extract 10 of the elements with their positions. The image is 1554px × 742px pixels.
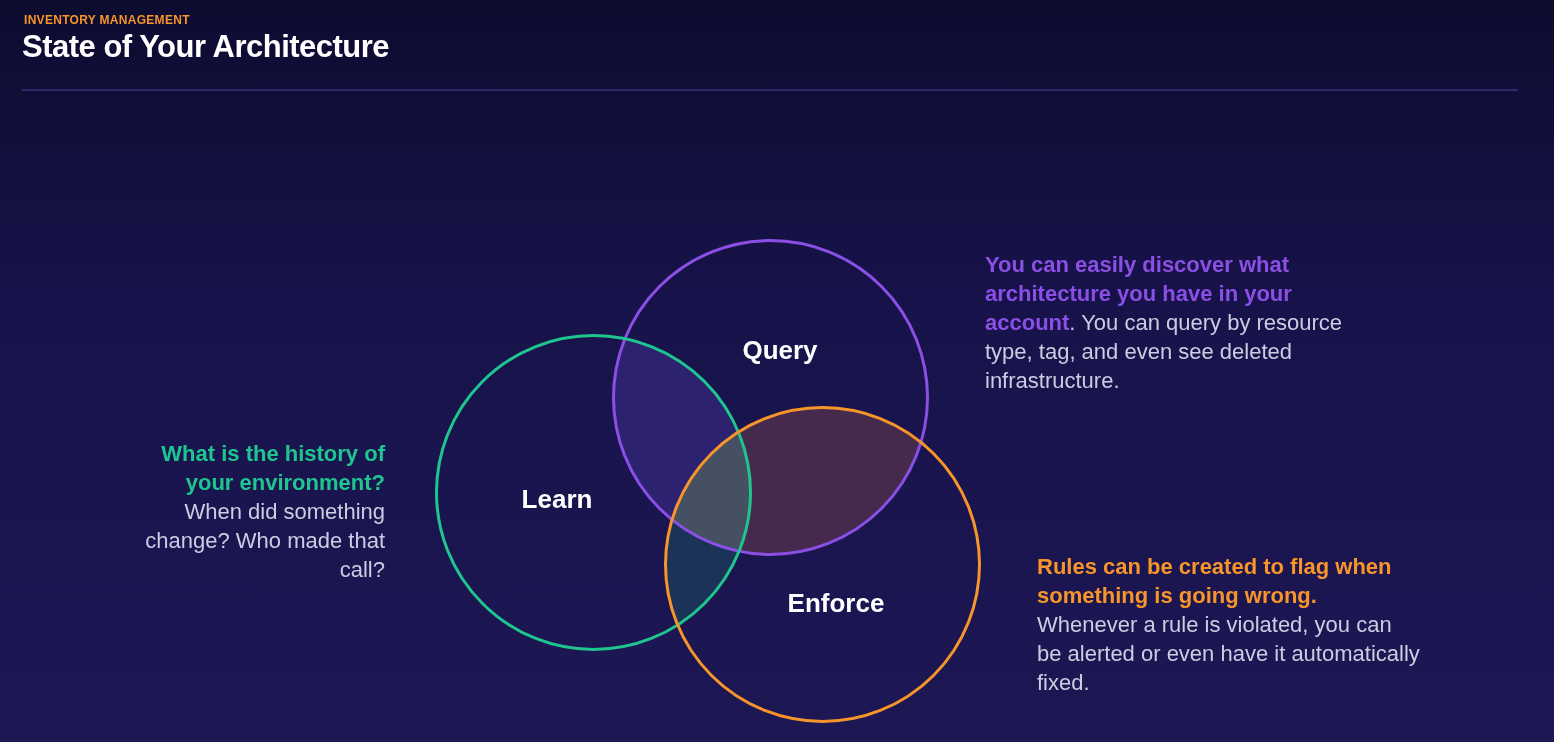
venn-circle [663,405,981,723]
venn-circle [611,238,929,556]
subtitle: INVENTORY MANAGEMENT [24,13,190,27]
description-text: What is the history of your environment? When did something change? Who made that call? [144,440,385,584]
description-text: Rules can be created to flag when something is going wrong. Whenever a rule is violated, you can be alerted or even have it automatically fixed. [1037,553,1421,697]
circle-label: Query [742,334,818,366]
title: State of Your Architecture [22,29,390,65]
description-text: You can easily discover what architecture you have in your account. You can query by resource type, tag, and even see deleted infrastructure. [985,251,1344,395]
circle-label: Enforce [787,587,885,619]
circle-label: Learn [521,483,593,515]
